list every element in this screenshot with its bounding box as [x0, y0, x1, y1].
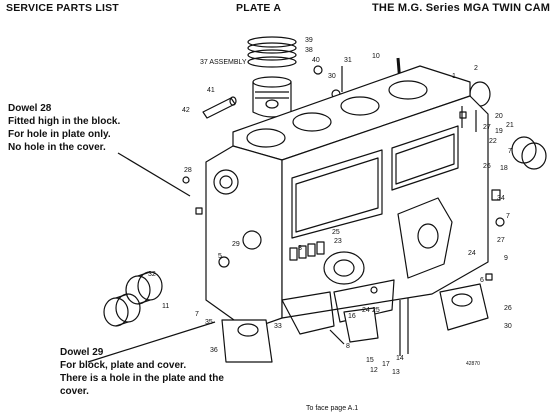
- header-series-title: THE M.G. Series MGA TWIN CAM: [372, 2, 551, 14]
- cylinder-block: [205, 65, 489, 335]
- part-callout-label: 31: [344, 57, 352, 64]
- part-callout-label: 17: [382, 361, 390, 368]
- part-callout-label: 7: [195, 311, 199, 318]
- header-left-title: SERVICE PARTS LIST: [6, 2, 119, 14]
- part-callout-label: 27: [483, 124, 491, 131]
- part-callout-label: 16: [348, 313, 356, 320]
- header-plate-label: PLATE A: [236, 2, 282, 14]
- part-callout-label: 29: [232, 241, 240, 248]
- part-callout-label: 26: [483, 163, 491, 170]
- part-callout-label: 3: [298, 245, 302, 252]
- dowel28-note-line: No hole in the cover.: [8, 142, 106, 153]
- part-callout-label: 9: [504, 255, 508, 262]
- part-callout-label: 28: [184, 167, 192, 174]
- part-callout-label: 38: [305, 47, 313, 54]
- part-callout-label: 8: [346, 343, 350, 350]
- part-callout-label: 2: [474, 65, 478, 72]
- dowel28-note: Dowel 28 Fitted high in the block. For h…: [8, 102, 120, 154]
- part-callout-label: 7: [506, 213, 510, 220]
- dowel28-note-line: Fitted high in the block.: [8, 116, 121, 127]
- part-callout-label: 6: [480, 277, 484, 284]
- part-callout-label: 25: [332, 229, 340, 236]
- part-callout-label: 26: [504, 305, 512, 312]
- part-callout-label: 24: [468, 250, 476, 257]
- piston-rings: [247, 36, 297, 68]
- part-callout-label: 15: [366, 357, 374, 364]
- dowel28-note-line: Dowel 28: [8, 103, 52, 114]
- dowel29-note-line: There is a hole in the plate and the: [60, 373, 224, 384]
- part-callout-label: 20: [495, 113, 503, 120]
- part-callout-label: 5: [218, 253, 222, 260]
- camshaft-bearing-19: [511, 136, 547, 170]
- dowel29-note-line: cover.: [60, 386, 89, 397]
- part-callout-label: 27: [497, 237, 505, 244]
- part-callout-label: 13: [392, 369, 400, 376]
- dowel28-pointer: [117, 152, 191, 197]
- part-callout-label: 12: [370, 367, 378, 374]
- part-callout-label: 30: [504, 323, 512, 330]
- part-callout-label: 30: [328, 73, 336, 80]
- part-callout-label: 22: [489, 138, 497, 145]
- part-callout-label: 33: [274, 323, 282, 330]
- dowel29-note-line: For block, plate and cover.: [60, 360, 187, 371]
- dowel29-note: Dowel 29 For block, plate and cover. The…: [60, 346, 224, 398]
- camshaft-bearing-32: [125, 271, 163, 305]
- piston: [252, 76, 292, 118]
- part-callout-label: 14: [396, 355, 404, 362]
- part-callout-label: 18: [500, 165, 508, 172]
- plate-number-stamp: 42870: [466, 361, 480, 367]
- part-callout-label: 35: [205, 319, 213, 326]
- part-callout-label: 23: [334, 238, 342, 245]
- part-callout-label: 42: [182, 107, 190, 114]
- part-callout-label: 39: [305, 37, 313, 44]
- dowel28-note-line: For hole in plate only.: [8, 129, 111, 140]
- part-callout-label: 32: [148, 271, 156, 278]
- dowel29-pointer: [87, 321, 216, 363]
- part-callout-label: 10: [372, 53, 380, 60]
- dowel29-note-line: Dowel 29: [60, 347, 104, 358]
- part-callout-label: 7: [508, 148, 512, 155]
- part-callout-label: 11: [162, 303, 169, 310]
- part-callout-label: 25: [372, 307, 380, 314]
- part-callout-label: 1: [452, 73, 456, 80]
- part-callout-label: 36: [210, 347, 218, 354]
- part-callout-label: 40: [312, 57, 320, 64]
- footer-note: To face page A.1: [306, 405, 359, 412]
- main-bearing-cap-rear: [439, 283, 489, 331]
- circlip: [313, 65, 323, 75]
- part-callout-label: 21: [506, 122, 514, 129]
- part-callout-label: 19: [495, 128, 503, 135]
- part-callout-label: 41: [207, 87, 215, 94]
- main-bearing-cap-front: [221, 319, 273, 363]
- main-bearing-cap-centre: [343, 307, 379, 343]
- part-callout-label: 34: [497, 195, 505, 202]
- part-callout-label: 37 ASSEMBLY: [200, 59, 247, 66]
- camshaft-bearing-5: [103, 293, 141, 327]
- part-callout-label: 24: [362, 307, 370, 314]
